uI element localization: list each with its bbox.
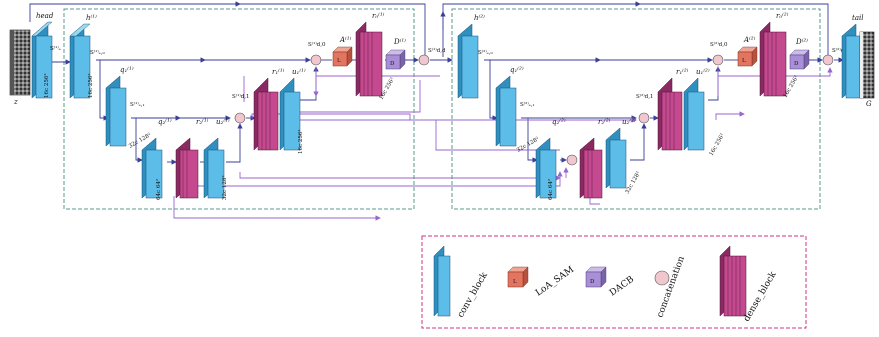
head-conv-block <box>31 21 53 99</box>
legend-dacb-icon: D <box>585 266 607 288</box>
u2-1-conv-block <box>683 77 705 151</box>
r2-1-dense-block <box>657 77 683 151</box>
label-r1-1: r₁⁽¹⁾ <box>272 67 285 76</box>
label-r2-2: r₂⁽²⁾ <box>598 117 611 126</box>
h1-conv-block <box>69 23 91 99</box>
label-S1-d1: S⁽¹⁾d,1 <box>232 93 249 100</box>
label-G: G <box>866 100 872 108</box>
concat-S2-d1 <box>638 112 650 124</box>
label-S1-e0: S⁽¹⁾ₑ,₀ <box>90 49 106 56</box>
concat-S1-d0 <box>310 54 322 66</box>
svg-text:L: L <box>337 58 341 64</box>
q1-1-conv-block <box>105 75 127 147</box>
label-h1: h⁽¹⁾ <box>86 13 97 22</box>
label-S1-d0: S⁽¹⁾d,0 <box>308 41 326 48</box>
stage2-box <box>451 8 821 210</box>
concat-S2-d0 <box>712 54 724 66</box>
label-S2-e1: S⁽²⁾ₑ,₁ <box>520 101 535 108</box>
label-r2-1: r₁⁽²⁾ <box>676 67 689 76</box>
label-h2: h⁽²⁾ <box>474 13 485 22</box>
svg-text:D: D <box>390 61 395 67</box>
legend: conv_block L LoA_SAM D DACB concatenatio… <box>421 235 807 329</box>
D2-dacb-cube: D <box>789 49 810 70</box>
r1-2-dense-block <box>175 137 199 199</box>
label-u1-2: u₂⁽¹⁾ <box>216 117 230 126</box>
label-u2-2-dim: 32c 128² <box>624 170 642 195</box>
label-q1-2: q₂⁽¹⁾ <box>158 117 172 126</box>
label-u1-1-dim: 16c 256² <box>297 129 304 154</box>
label-u1-1: u₁⁽¹⁾ <box>292 67 306 76</box>
label-q1-2-dim: 64c 64² <box>155 179 162 200</box>
legend-dacb-label: DACB <box>608 274 636 298</box>
svg-text:L: L <box>513 279 517 285</box>
input-image-z <box>9 29 31 96</box>
A1-loa-sam-cube: L <box>332 46 353 67</box>
label-S1-dd: S⁽¹⁾d,d <box>428 47 446 54</box>
label-A2: A⁽²⁾ <box>743 35 756 44</box>
u1-1-conv-block <box>279 77 301 151</box>
label-u1-2-dim: 32c 128² <box>221 175 228 200</box>
label-u2-1-dim: 16c 256² <box>708 132 726 157</box>
label-q1-1: q₁⁽¹⁾ <box>120 65 134 74</box>
svg-text:D: D <box>590 279 595 285</box>
label-h1-dim: 16c 256² <box>87 73 94 98</box>
output-image-G <box>859 31 875 99</box>
label-head-dim: 16c 256² <box>43 73 50 98</box>
legend-box <box>421 235 807 329</box>
q1-2-conv-block <box>141 137 163 199</box>
legend-conv-block-icon <box>433 245 451 317</box>
concat-S2-mid <box>566 154 578 166</box>
legend-concat-label: concatenation <box>655 255 687 319</box>
label-u2-2: u₂⁽²⁾ <box>622 117 636 126</box>
h2-conv-block <box>457 23 479 99</box>
label-S2-d1: S⁽²⁾d,1 <box>636 93 653 100</box>
r2-0-dense-block <box>759 21 787 97</box>
concat-S2-dd <box>822 54 834 66</box>
q2-1-conv-block <box>495 75 517 147</box>
label-z: z <box>13 98 18 106</box>
q2-2-conv-block <box>535 137 557 199</box>
label-u2-1: u₁⁽²⁾ <box>696 67 710 76</box>
u2-2-conv-block <box>605 127 627 189</box>
legend-conv-block-label: conv_block <box>456 270 490 319</box>
legend-loa-sam-label: LoA_SAM <box>534 265 576 299</box>
label-q2-2-dim: 64c 64² <box>547 179 554 200</box>
label-q2-2: q₂⁽²⁾ <box>552 117 566 126</box>
label-S2-e0: S⁽²⁾ₑ,₀ <box>478 49 494 56</box>
concat-S1-dd <box>418 54 430 66</box>
label-S1-e1: S⁽¹⁾ₑ,₁ <box>130 101 145 108</box>
label-S2-d0: S⁽²⁾d,0 <box>710 41 728 48</box>
label-q2-1: q₁⁽²⁾ <box>510 65 524 74</box>
label-r1-2: r₂⁽¹⁾ <box>196 117 209 126</box>
u1-2-conv-block <box>203 137 225 199</box>
label-tail: tail <box>852 14 863 22</box>
legend-dense-block-icon <box>719 245 747 317</box>
concat-S1-d1 <box>234 112 246 124</box>
A2-loa-sam-cube: L <box>737 46 758 67</box>
label-D1: D⁽¹⁾ <box>393 37 406 46</box>
label-D2: D⁽²⁾ <box>795 37 808 46</box>
label-head: head <box>36 12 54 20</box>
label-A1: A⁽¹⁾ <box>339 35 352 44</box>
legend-concat-icon <box>654 270 670 286</box>
r1-0-dense-block <box>355 21 383 97</box>
stage1-box <box>63 8 415 210</box>
D1-dacb-cube: D <box>385 49 406 70</box>
legend-loa-sam-icon: L <box>507 266 529 288</box>
tail-conv-block <box>841 23 861 99</box>
label-r2-0: r₀⁽²⁾ <box>776 11 789 20</box>
svg-text:D: D <box>794 61 799 67</box>
r1-1-dense-block <box>253 77 279 151</box>
label-r1-0: r₀⁽¹⁾ <box>372 11 385 20</box>
svg-text:L: L <box>742 58 746 64</box>
label-S-head: S⁽¹⁾ₑ <box>50 45 61 52</box>
r2-2-dense-block <box>579 137 603 199</box>
label-S2-dd: S⁽²⁾d,d <box>832 47 850 54</box>
legend-dense-block-label: dense_block <box>742 270 779 324</box>
